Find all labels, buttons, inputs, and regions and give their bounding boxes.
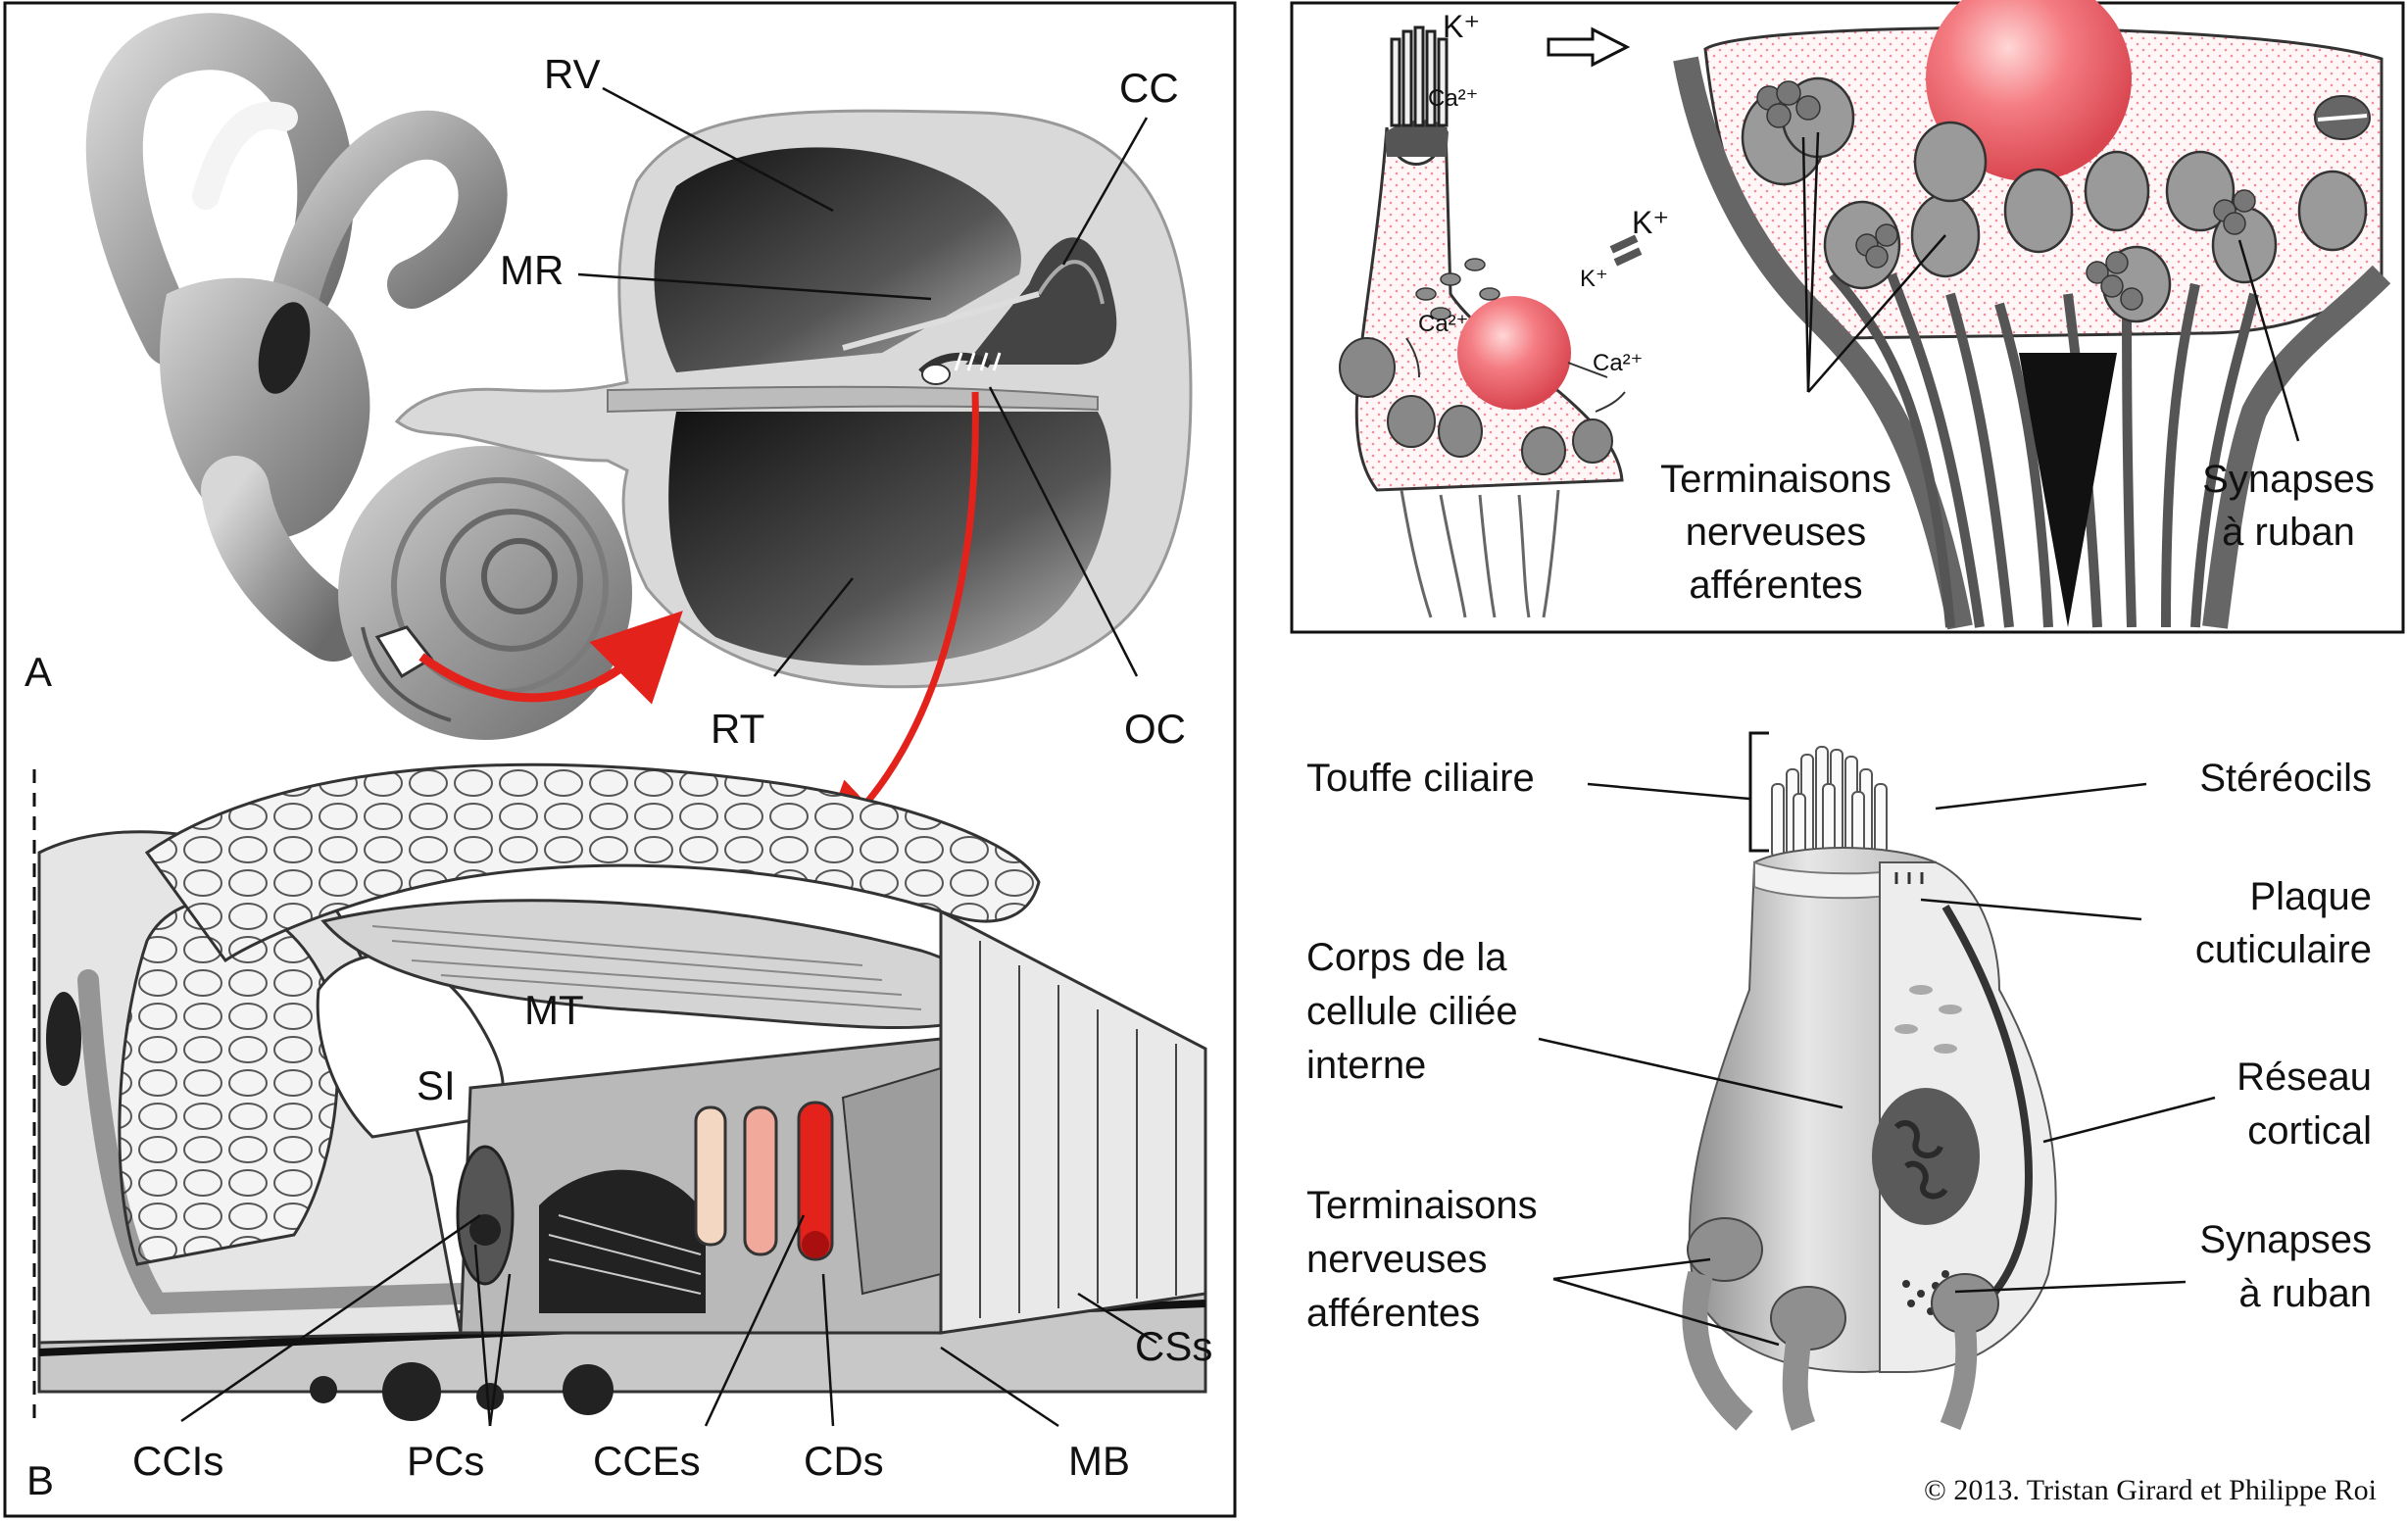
leader-rt	[773, 577, 854, 677]
label-cell-body-line-3: interne	[1306, 1044, 1426, 1087]
label-oc: OC	[1124, 706, 1186, 752]
afferent-label-line-3: afférentes	[1689, 564, 1862, 607]
label-cell-body-line-2: cellule ciliée	[1306, 990, 1518, 1033]
label-cuticular-plate-line-1: Plaque	[2249, 875, 2372, 918]
ribbon-label-line-1: Synapses	[2202, 458, 2375, 501]
zoom-arrow-to-organ-of-corti	[817, 391, 979, 853]
label-afferent-hc-line-2: nerveuses	[1306, 1238, 1488, 1281]
panel-letter-a: A	[25, 649, 52, 695]
leader-afferent-3	[1801, 136, 1810, 393]
leader-cuticular-plate	[1920, 898, 2142, 921]
ion-k-side-small: K⁺	[1580, 266, 1608, 292]
afferent-label-line-1: Terminaisons	[1660, 458, 1892, 501]
afferent-label-line-2: nerveuses	[1686, 511, 1867, 554]
ion-k-side-large: K⁺	[1632, 205, 1669, 240]
label-cell-body-line-1: Corps de la	[1306, 936, 1507, 979]
synapse-panel-frame	[1290, 1, 2405, 634]
label-cortical-network-line-1: Réseau	[2236, 1056, 2372, 1099]
leader-cces	[704, 1214, 806, 1427]
leader-oc	[988, 386, 1139, 677]
leader-pcs-1	[473, 1244, 492, 1427]
ion-ca-top: Ca²⁺	[1428, 85, 1478, 112]
panel-ab-frame	[3, 1, 1237, 1518]
ion-ca-left: Ca²⁺	[1418, 311, 1468, 337]
synapse-illustration	[1339, 0, 2391, 630]
label-hair-bundle: Touffe ciliaire	[1306, 757, 1535, 800]
label-cuticular-plate-line-2: cuticulaire	[2195, 928, 2372, 971]
leader-mb	[940, 1346, 1059, 1428]
ion-ca-right: Ca²⁺	[1593, 350, 1643, 376]
leader-ribbon-synapse	[2237, 239, 2300, 442]
label-ccis: CCIs	[132, 1438, 223, 1484]
inner-ear-illustration	[85, 13, 632, 740]
label-mr: MR	[500, 247, 564, 293]
leader-cds	[821, 1273, 835, 1427]
leader-cortical-network	[2042, 1096, 2216, 1144]
label-ribbon-hc-line-2: à ruban	[2238, 1272, 2372, 1315]
label-cds: CDs	[804, 1438, 884, 1484]
label-cortical-network-line-2: cortical	[2247, 1109, 2372, 1153]
label-mb: MB	[1068, 1438, 1130, 1484]
label-afferent-hc-line-1: Terminaisons	[1306, 1184, 1538, 1227]
leader-ribbon-hair-cell	[1954, 1280, 2187, 1294]
label-rt: RT	[711, 706, 764, 752]
outline-arrow	[1547, 26, 1631, 68]
leader-hair-bundle	[1587, 782, 1750, 801]
leader-css	[1077, 1292, 1157, 1345]
leader-afferent-hc-2	[1552, 1277, 1780, 1347]
leader-cell-body	[1538, 1037, 1843, 1109]
panel-letter-b: B	[26, 1457, 54, 1503]
label-cc: CC	[1119, 65, 1179, 111]
leader-pcs-2	[488, 1273, 512, 1427]
leader-ccis	[180, 1213, 481, 1423]
label-si: SI	[417, 1062, 456, 1108]
organ-of-corti-illustration	[32, 762, 1207, 1421]
small-cell-nucleus	[1457, 296, 1571, 410]
leader-stereocilia	[1935, 782, 2147, 810]
label-css: CSs	[1135, 1323, 1212, 1369]
leader-rv	[602, 86, 834, 213]
label-cces: CCEs	[593, 1438, 701, 1484]
cochlea-cross-section	[394, 109, 1193, 689]
label-stereocilia: Stéréocils	[2199, 757, 2372, 800]
ribbon-label-line-2: à ruban	[2222, 511, 2355, 554]
label-afferent-hc-line-3: afférentes	[1306, 1292, 1480, 1335]
inner-hair-cell-illustration	[1682, 731, 2057, 1431]
leader-afferent-hc-1	[1552, 1257, 1711, 1281]
label-ribbon-hc-line-1: Synapses	[2199, 1218, 2372, 1261]
zoom-arrow-to-cross-section	[418, 611, 683, 705]
ion-k-top: K⁺	[1443, 9, 1480, 44]
copyright-notice: © 2013. Tristan Girard et Philippe Roi	[1924, 1474, 2377, 1506]
label-pcs: PCs	[407, 1438, 484, 1484]
leader-afferent-2	[1807, 234, 1946, 393]
leader-mr	[577, 272, 932, 301]
leader-cc	[1061, 117, 1149, 266]
leader-afferent-1	[1806, 131, 1820, 393]
label-rv: RV	[544, 51, 601, 97]
label-mt: MT	[524, 987, 584, 1033]
